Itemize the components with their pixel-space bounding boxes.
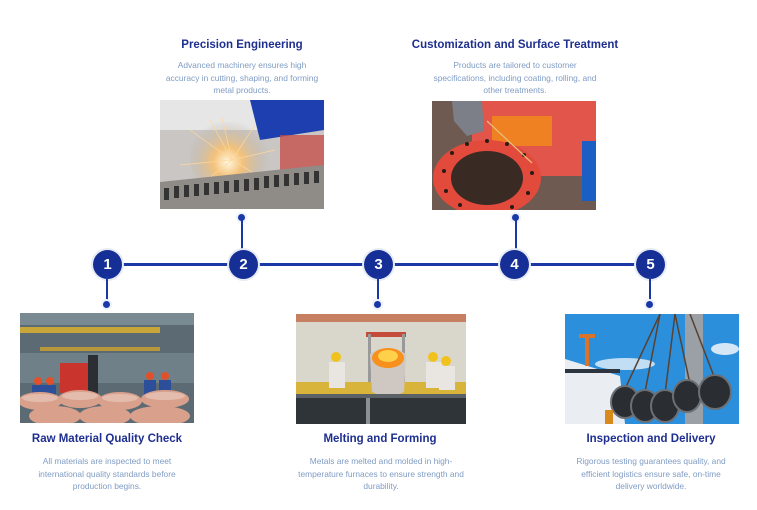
step-5-number-badge: 5 xyxy=(636,250,665,279)
step-4-connector-dot xyxy=(512,214,519,221)
step-3-description: Metals are melted and molded in high-tem… xyxy=(298,456,464,491)
step-5-connector-line xyxy=(649,276,651,304)
step-3-connector-line xyxy=(377,276,379,304)
step-4-image-pipe-painting xyxy=(432,101,596,210)
step-2-connector-dot xyxy=(238,214,245,221)
step-3-title: Melting and Forming xyxy=(323,433,437,445)
step-2-number-badge: 2 xyxy=(229,250,258,279)
step-5-description: Rigorous testing guarantees quality, and… xyxy=(576,456,726,491)
step-1-number-badge: 1 xyxy=(93,250,122,279)
step-2-description: Advanced machinery ensures high accuracy… xyxy=(165,60,319,95)
step-1-image-raw-materials xyxy=(20,313,194,423)
step-4-description: Products are tailored to customer specif… xyxy=(433,60,597,95)
step-2-connector-line xyxy=(241,218,243,254)
step-5-title: Inspection and Delivery xyxy=(586,433,716,445)
step-4-number-badge: 4 xyxy=(500,250,529,279)
step-3-image-melting xyxy=(296,314,466,424)
step-1-connector-dot xyxy=(103,301,110,308)
step-5-connector-dot xyxy=(646,301,653,308)
step-1-connector-line xyxy=(106,276,108,304)
step-5-image-delivery xyxy=(565,314,739,424)
step-2-title: Precision Engineering xyxy=(181,39,303,51)
step-1-title: Raw Material Quality Check xyxy=(31,433,183,445)
step-4-title: Customization and Surface Treatment xyxy=(411,39,619,51)
step-2-image-laser-cutting xyxy=(160,100,324,209)
step-3-number-badge: 3 xyxy=(364,250,393,279)
step-4-connector-line xyxy=(515,218,517,254)
step-3-connector-dot xyxy=(374,301,381,308)
step-1-description: All materials are inspected to meet inte… xyxy=(38,456,176,491)
